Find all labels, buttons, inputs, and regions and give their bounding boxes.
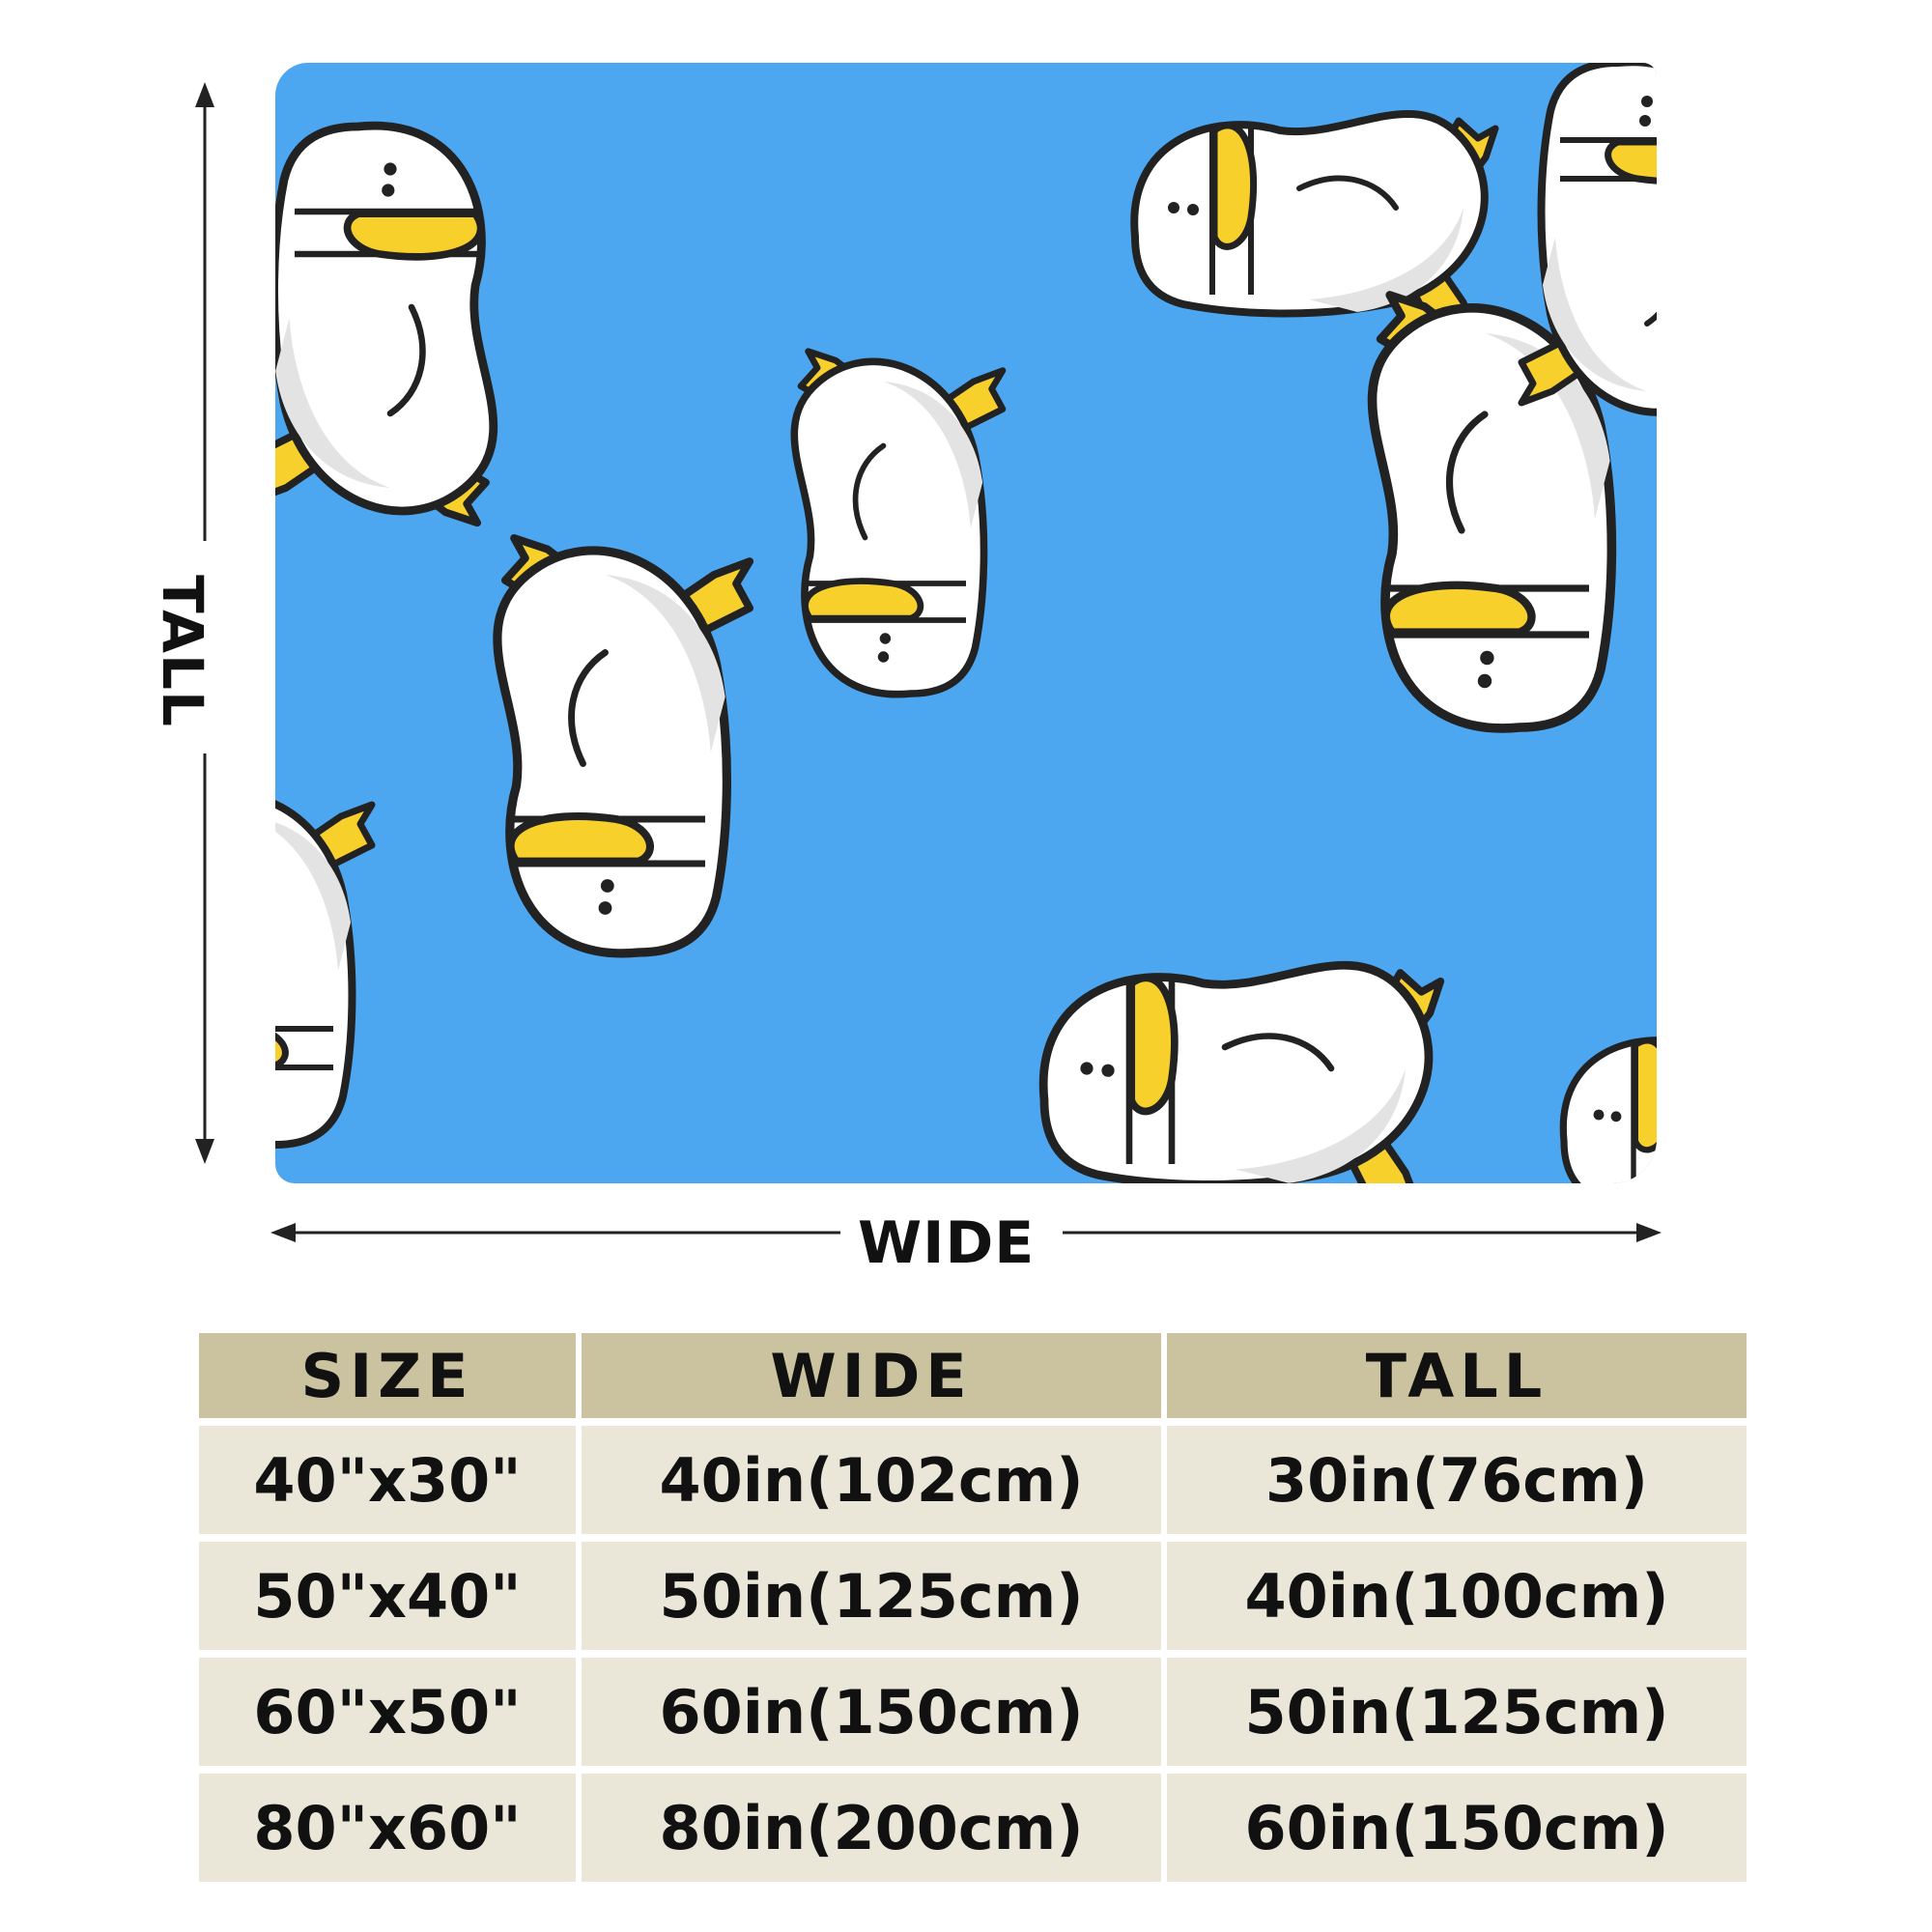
size-cell: 80"x60" bbox=[199, 1774, 576, 1882]
wide-cell: 40in(102cm) bbox=[582, 1426, 1161, 1534]
size-cell: 50"x40" bbox=[199, 1542, 576, 1650]
arrow-right-icon bbox=[1636, 1223, 1662, 1242]
duck-pattern-icon bbox=[275, 63, 1657, 1183]
tall-cell: 40in(100cm) bbox=[1167, 1542, 1747, 1650]
table-row: 50"x40" 50in(125cm) 40in(100cm) bbox=[199, 1542, 1747, 1650]
tall-cell: 50in(125cm) bbox=[1167, 1658, 1747, 1766]
wide-cell: 80in(200cm) bbox=[582, 1774, 1161, 1882]
header-wide: WIDE bbox=[582, 1333, 1161, 1418]
wide-cell: 50in(125cm) bbox=[582, 1542, 1161, 1650]
arrow-left-icon bbox=[270, 1223, 296, 1242]
table-header-row: SIZE WIDE TALL bbox=[199, 1333, 1747, 1418]
table-row: 80"x60" 80in(200cm) 60in(150cm) bbox=[199, 1774, 1747, 1882]
table-row: 60"x50" 60in(150cm) 50in(125cm) bbox=[199, 1658, 1747, 1766]
size-cell: 40"x30" bbox=[199, 1426, 576, 1534]
arrow-up-icon bbox=[195, 82, 214, 107]
size-chart-table: SIZE WIDE TALL 40"x30" 40in(102cm) 30in(… bbox=[193, 1325, 1752, 1889]
table-row: 40"x30" 40in(102cm) 30in(76cm) bbox=[199, 1426, 1747, 1534]
size-cell: 60"x50" bbox=[199, 1658, 576, 1766]
arrow-down-icon bbox=[195, 1139, 214, 1164]
header-size: SIZE bbox=[199, 1333, 576, 1418]
header-tall: TALL bbox=[1167, 1333, 1747, 1418]
tall-dimension-label: TALL bbox=[149, 575, 215, 727]
tall-cell: 30in(76cm) bbox=[1167, 1426, 1747, 1534]
wide-dimension-label: WIDE bbox=[858, 1209, 1036, 1277]
tall-cell: 60in(150cm) bbox=[1167, 1774, 1747, 1882]
wide-cell: 60in(150cm) bbox=[582, 1658, 1161, 1766]
blanket-preview bbox=[275, 63, 1657, 1183]
